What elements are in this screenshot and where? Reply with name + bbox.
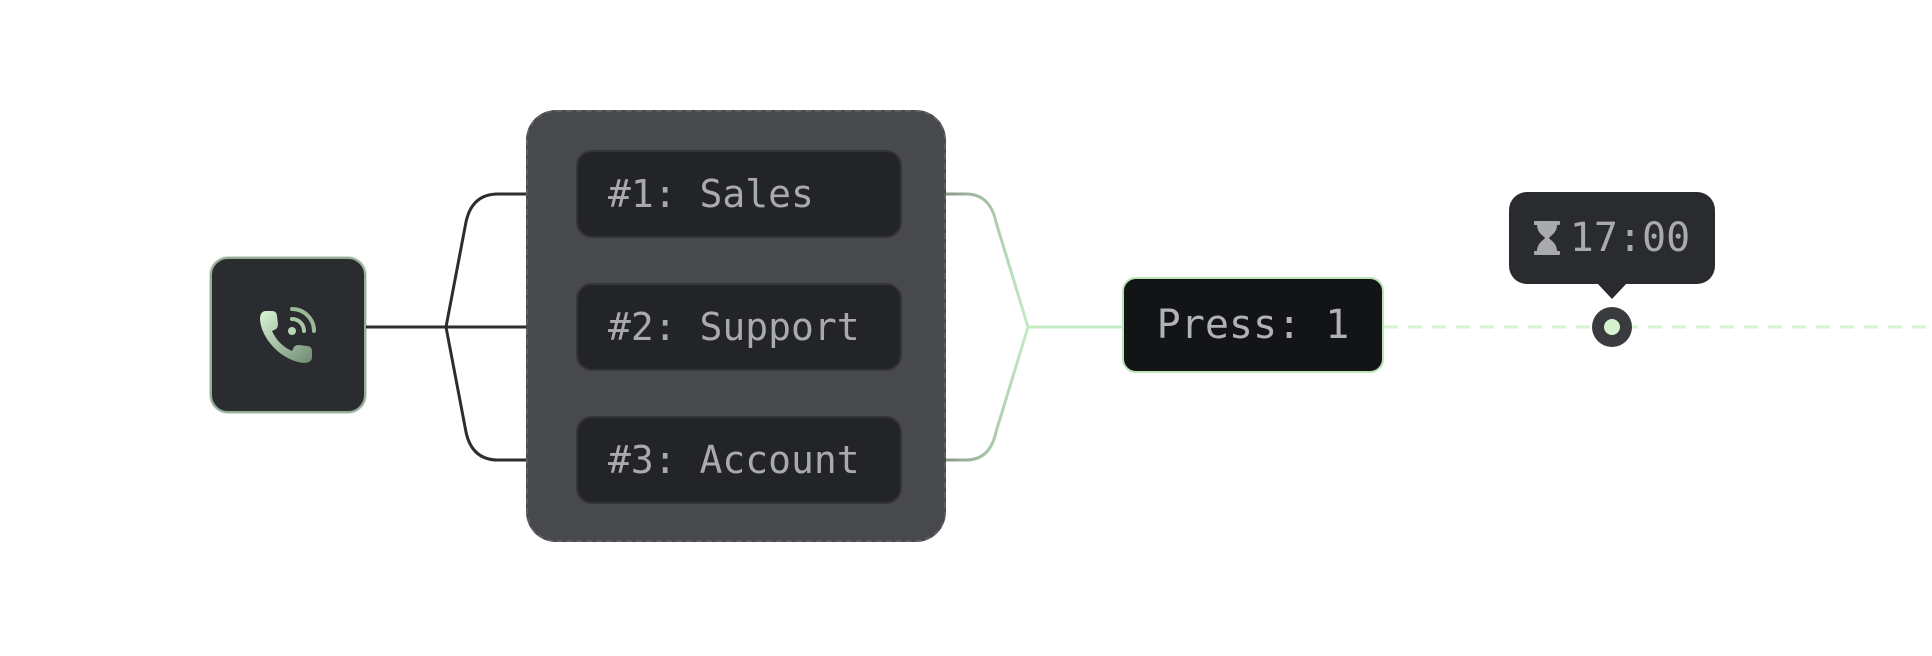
phone-call-node[interactable] [210, 257, 366, 413]
hourglass-icon [1533, 221, 1560, 255]
timer-label: 17:00 [1569, 215, 1691, 261]
menu-options-group: #1: Sales #2: Support #3: Account [526, 110, 946, 542]
connector-option-1-to-merge [944, 192, 1030, 328]
connector-split-to-option-3 [444, 326, 528, 462]
timeline-marker-core [1604, 319, 1620, 335]
menu-option-support[interactable]: #2: Support [576, 283, 902, 371]
menu-option-sales[interactable]: #1: Sales [576, 150, 902, 238]
timeline-marker[interactable] [1592, 307, 1632, 347]
timer-badge: 17:00 [1509, 192, 1715, 299]
connector-split-to-option-1 [444, 192, 528, 328]
timer-badge-pointer [1597, 283, 1627, 299]
press-node[interactable]: Press: 1 [1122, 277, 1384, 373]
connector-option-3-to-merge [944, 326, 1030, 462]
menu-option-account[interactable]: #3: Account [576, 416, 902, 504]
phone-call-icon [260, 307, 316, 363]
